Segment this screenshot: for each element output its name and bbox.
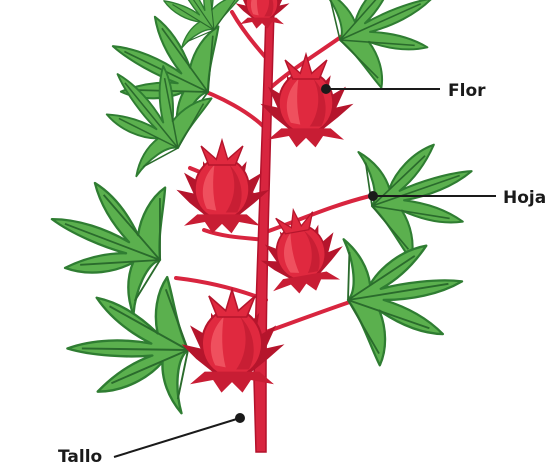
label-leaf: Hoja [503,188,546,208]
leaf-mid-right [349,112,495,265]
leaf-top-right [314,0,458,94]
label-flower: Flor [448,81,486,101]
flower-upper-right [260,54,353,147]
leaf-bottom-left [62,276,193,423]
label-stem: Tallo [58,447,102,467]
stem-pointer [114,413,245,457]
flower-lower [182,290,285,393]
flower-top [236,0,290,29]
leaf-lower-left [33,161,178,317]
flower-mid-left [176,140,269,233]
